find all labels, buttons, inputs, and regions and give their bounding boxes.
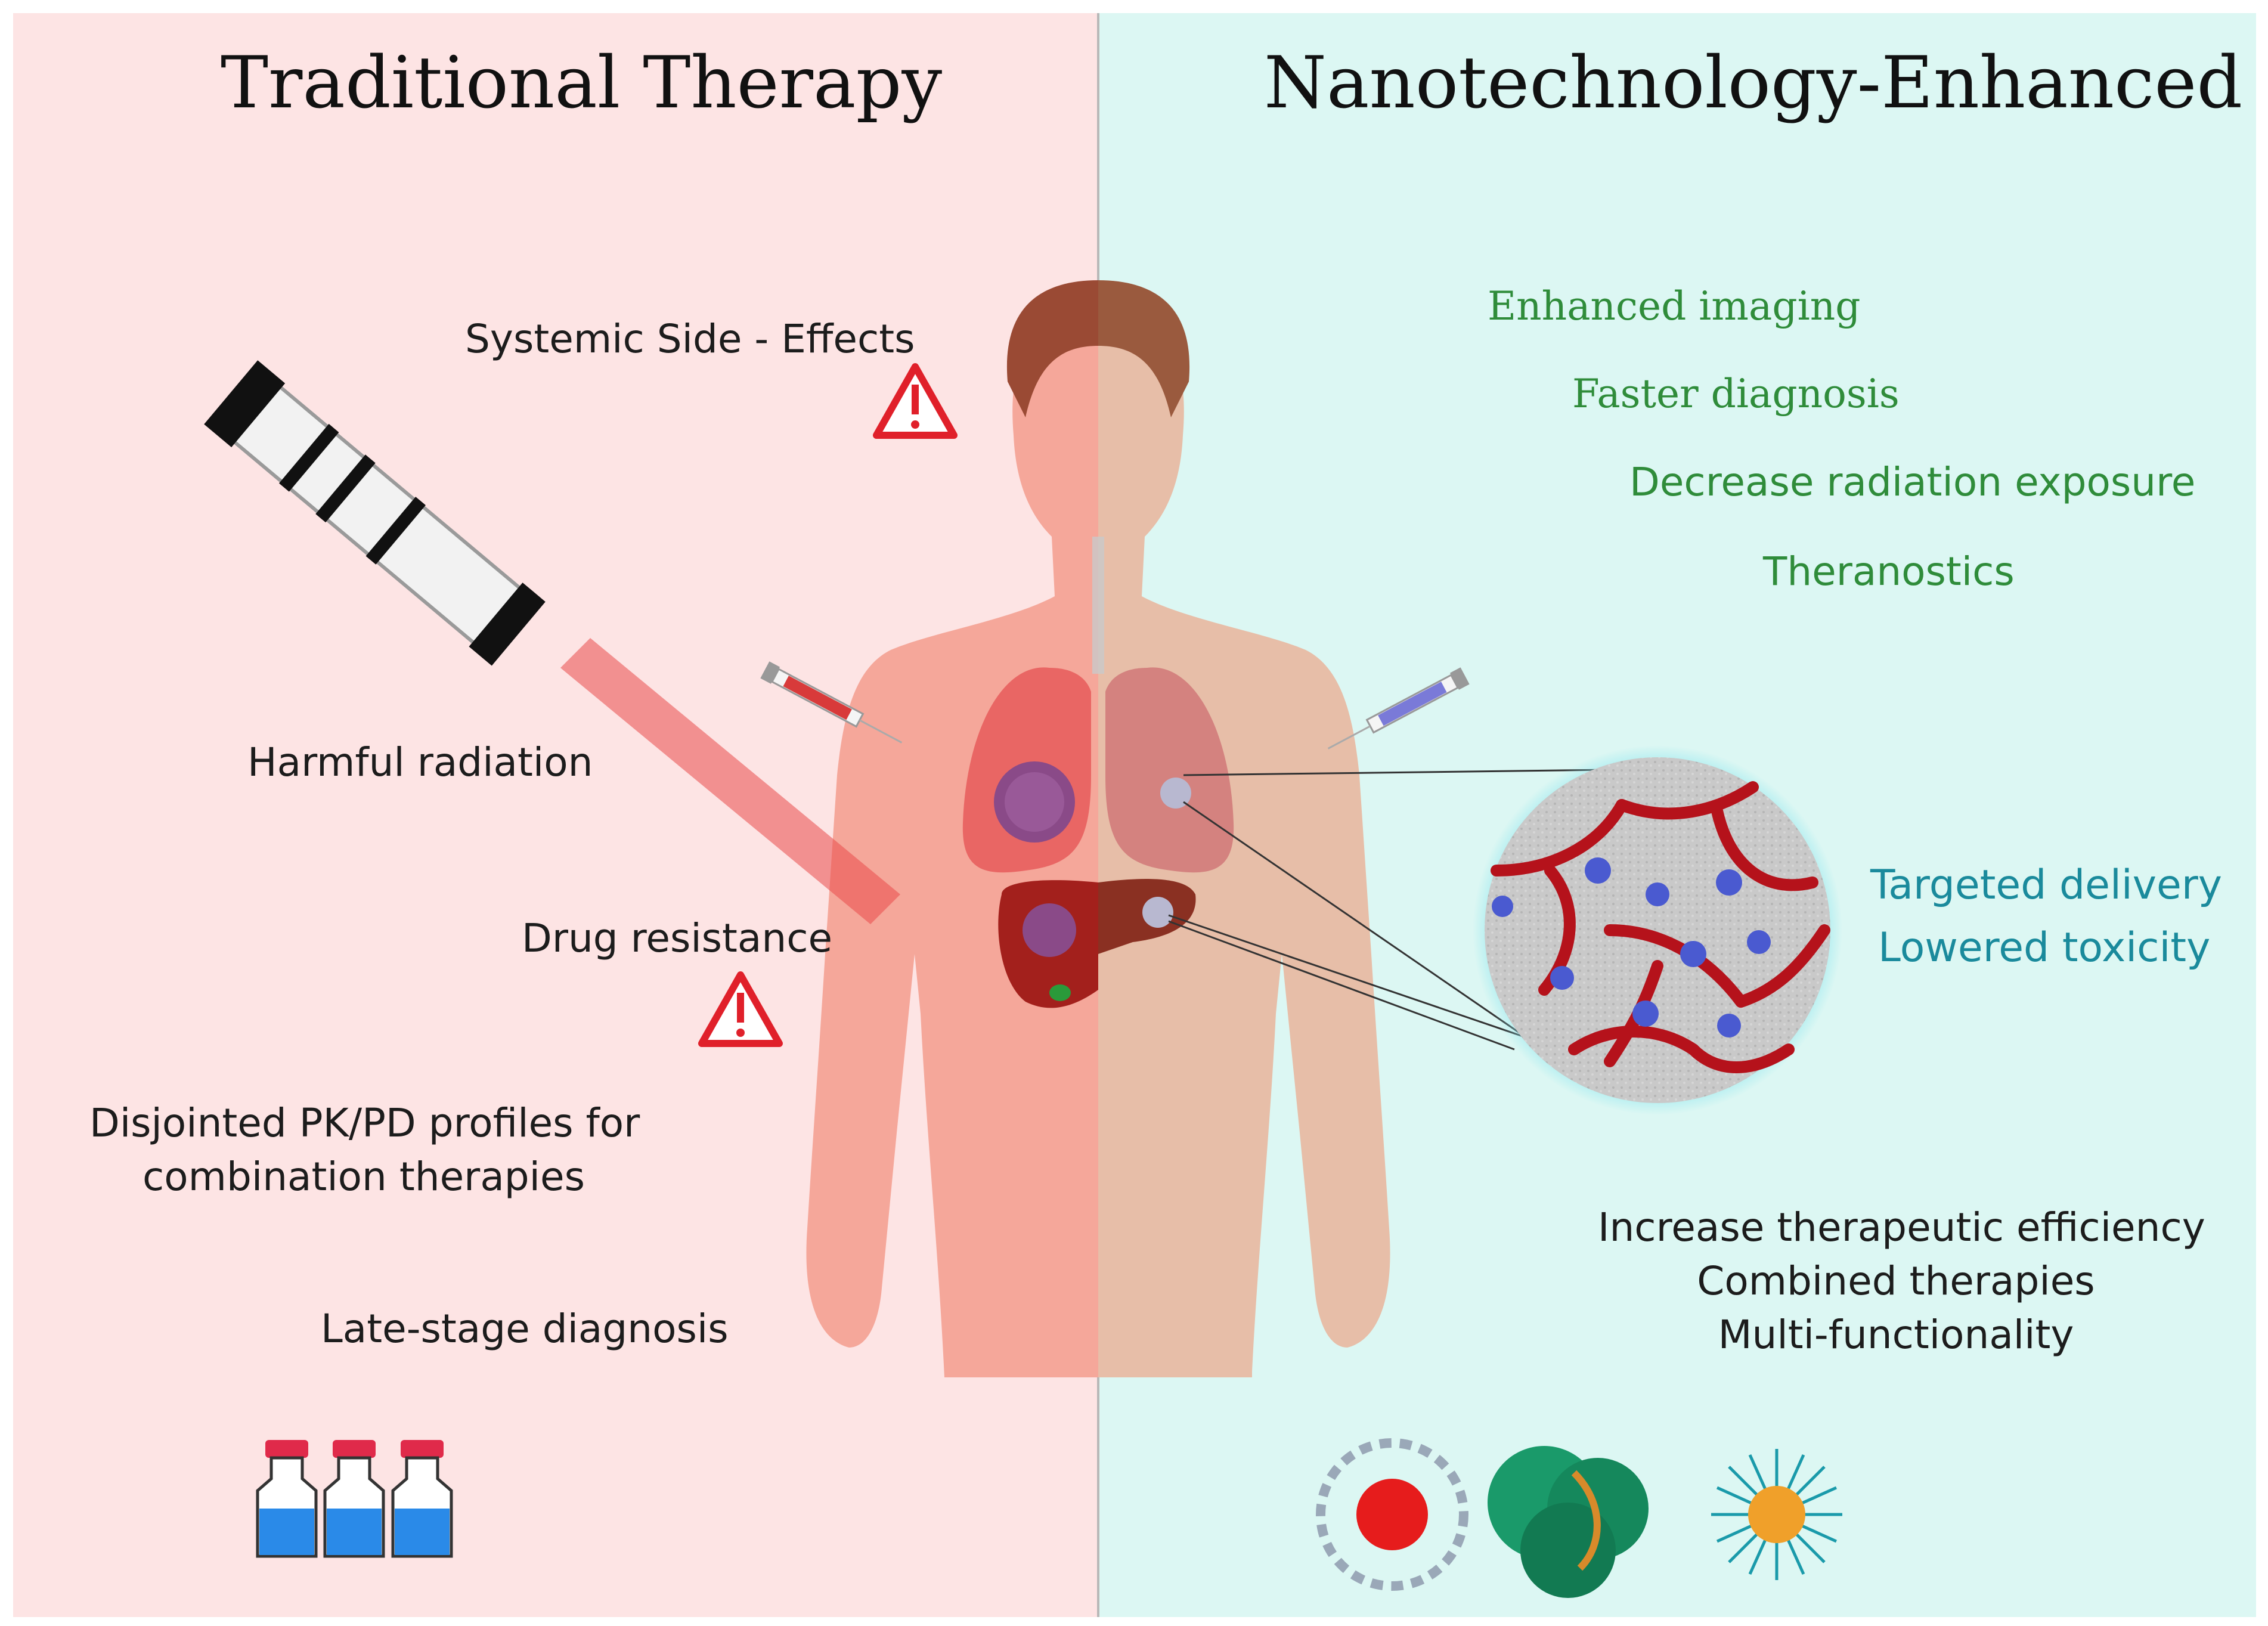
body-silhouette: [806, 280, 1390, 1377]
nanoparticle-icon: [1488, 1446, 1649, 1598]
label-targeted-delivery: Targeted delivery: [1870, 862, 2223, 909]
radiation-device-icon: [204, 360, 900, 924]
label-pkpd-line2: combination therapies: [142, 1154, 585, 1200]
syringe-icon: [1327, 667, 1470, 749]
label-drug-resistance: Drug resistance: [522, 915, 833, 961]
tumor-zoom-circle: [1473, 745, 1842, 1115]
label-increase-efficiency: Increase therapeutic efficiency: [1598, 1204, 2205, 1250]
label-harmful-radiation: Harmful radiation: [247, 739, 593, 785]
label-pkpd-line1: Disjointed PK/PD profiles for: [89, 1100, 640, 1146]
syringe-icon: [760, 661, 903, 744]
label-lowered-toxicity: Lowered toxicity: [1878, 924, 2211, 971]
right-title: Nanotechnology-Enhanced: [1264, 42, 2243, 125]
lung-left: [962, 667, 1091, 873]
label-faster-diagnosis: Faster diagnosis: [1572, 371, 1900, 417]
label-theranostics: Theranostics: [1763, 549, 2015, 594]
vial-icon: [323, 1440, 385, 1558]
label-combined-therapies: Combined therapies: [1697, 1258, 2095, 1304]
vial-icon: [391, 1440, 453, 1558]
lung-right: [1105, 667, 1234, 873]
liver: [998, 879, 1196, 1008]
label-enhanced-imaging: Enhanced imaging: [1488, 283, 1861, 329]
warning-icon: [873, 363, 958, 439]
label-late-stage-diagnosis: Late-stage diagnosis: [321, 1306, 729, 1352]
vial-icon: [256, 1440, 318, 1558]
nanoparticle-icon: [1711, 1449, 1842, 1580]
left-title: Traditional Therapy: [221, 42, 943, 125]
label-multi-functionality: Multi-functionality: [1718, 1312, 2074, 1358]
warning-icon: [698, 971, 783, 1047]
nanoparticle-icon: [1316, 1438, 1468, 1591]
label-systemic-side-effects: Systemic Side - Effects: [465, 316, 915, 362]
label-decrease-radiation: Decrease radiation exposure: [1629, 459, 2196, 505]
zoom-lines: [1168, 768, 1658, 1051]
